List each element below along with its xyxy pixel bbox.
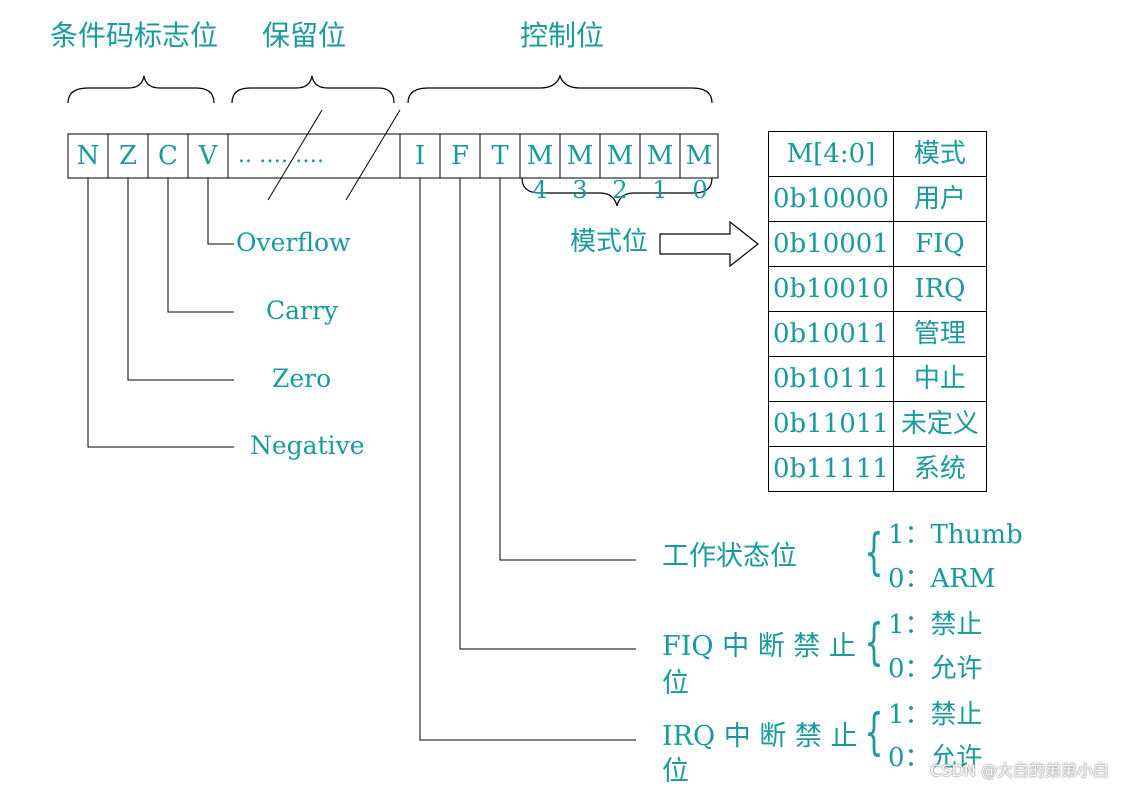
carry-label: Carry: [266, 296, 339, 325]
condition-brace: [67, 75, 215, 104]
condition-flags-label: 条件码标志位: [50, 19, 219, 52]
i-option-0: 0：允许: [888, 743, 983, 773]
mode-bits-label: 模式位: [570, 227, 649, 257]
t-leader: [499, 178, 636, 561]
c-leader: [167, 178, 234, 313]
zero-label: Zero: [272, 364, 332, 393]
table-cell-mode: 未定义: [892, 401, 987, 447]
cell-m4: M: [526, 141, 554, 171]
table-cell-mode: 管理: [892, 311, 987, 357]
cell-f: F: [450, 141, 470, 171]
v-leader: [207, 178, 234, 245]
mode-table: M[4:0] 模式 0b10000 用户 0b10001 FIQ 0b10010…: [768, 131, 987, 492]
t-bit-label: 工作状态位: [662, 541, 797, 572]
cell-c: C: [158, 141, 178, 171]
mode-bits-brace: [521, 177, 713, 207]
reserved-brace: [231, 75, 395, 104]
table-cell-mode: 系统: [892, 446, 987, 492]
t-option-0: 0：ARM: [888, 564, 996, 594]
cell-n: N: [76, 141, 100, 171]
cell-i: I: [414, 141, 426, 171]
reserved-bits-label: 保留位: [262, 19, 347, 52]
i-leader: [419, 178, 636, 741]
i-bit-label-line1: IRQ 中 断 禁 止: [662, 721, 858, 752]
m-sub-0: 0: [692, 176, 708, 204]
watermark: CSDN @大白的弟弟小白: [930, 761, 1109, 780]
cell-m2: M: [606, 141, 634, 171]
n-leader: [87, 178, 234, 448]
table-cell-mode: 中止: [892, 356, 987, 402]
cell-m0: M: [685, 141, 713, 171]
table-row: 0b10010 IRQ: [768, 266, 987, 312]
table-cell-bits: 0b10001: [768, 221, 894, 267]
table-row: 0b11011 未定义: [768, 401, 987, 447]
table-row: 0b10011 管理: [768, 311, 987, 357]
table-cell-bits: 0b10010: [768, 266, 894, 312]
i-options-brace: {: [864, 703, 884, 761]
negative-label: Negative: [250, 431, 365, 460]
table-cell-mode: FIQ: [892, 221, 987, 267]
register-outline: [67, 133, 719, 179]
table-cell-bits: 0b10111: [768, 356, 894, 402]
table-row: 0b10111 中止: [768, 356, 987, 402]
table-cell-bits: 0b10011: [768, 311, 894, 357]
control-bits-label: 控制位: [520, 19, 605, 52]
m-sub-2: 2: [612, 176, 628, 204]
cell-t: T: [491, 141, 509, 171]
f-option-1: 1：禁止: [888, 610, 983, 640]
mode-arrow: [659, 220, 759, 268]
overflow-label: Overflow: [236, 228, 351, 257]
i-option-1: 1：禁止: [888, 700, 983, 730]
i-bit-label-line2: 位: [662, 756, 689, 787]
table-cell-bits: 0b11011: [768, 401, 894, 447]
cell-z: Z: [118, 141, 138, 171]
m-sub-1: 1: [652, 176, 668, 204]
table-header-row: M[4:0] 模式: [768, 131, 987, 177]
cell-m1: M: [646, 141, 674, 171]
f-options-brace: {: [864, 613, 884, 671]
cell-m3: M: [566, 141, 594, 171]
table-row: 0b10000 用户: [768, 176, 987, 222]
table-row: 0b10001 FIQ: [768, 221, 987, 267]
control-brace: [407, 74, 713, 104]
f-leader: [459, 178, 636, 650]
m-sub-3: 3: [572, 176, 588, 204]
table-header-bits: M[4:0]: [768, 131, 894, 177]
f-bit-label-line2: 位: [662, 668, 689, 699]
t-options-brace: {: [864, 523, 884, 581]
f-bit-label-line1: FIQ 中 断 禁 止: [662, 631, 856, 662]
table-row: 0b11111 系统: [768, 446, 987, 492]
table-cell-bits: 0b10000: [768, 176, 894, 222]
table-header-mode: 模式: [892, 131, 987, 177]
cell-reserved: .. …. ….: [238, 143, 324, 168]
cell-v: V: [198, 141, 218, 171]
table-cell-mode: IRQ: [892, 266, 987, 312]
table-cell-mode: 用户: [892, 176, 987, 222]
t-option-1: 1：Thumb: [888, 520, 1023, 550]
z-leader: [127, 178, 234, 381]
m-sub-4: 4: [532, 176, 548, 204]
f-option-0: 0：允许: [888, 654, 983, 684]
table-cell-bits: 0b11111: [768, 446, 894, 492]
